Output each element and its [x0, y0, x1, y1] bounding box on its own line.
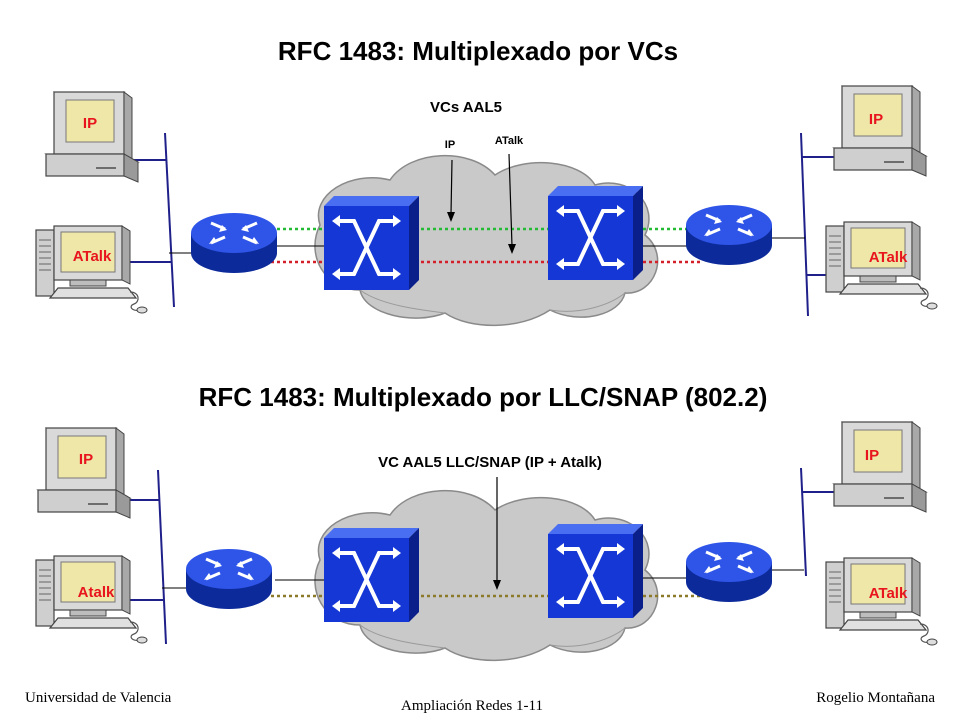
- section-llc-snap: RFC 1483: Multiplexado por LLC/SNAP (802…: [35, 382, 938, 662]
- atm-switch-left-2: [322, 526, 421, 624]
- right-atalk-label: ATalk: [869, 249, 908, 266]
- right-ip-label-2: IP: [865, 447, 879, 464]
- atm-switch-left: [322, 194, 421, 292]
- atm-switch-right: [546, 184, 645, 282]
- router-left-2: [184, 547, 274, 611]
- arrow-atalk-label: ATalk: [495, 135, 524, 147]
- left-lan-segment-2: [157, 469, 167, 645]
- left-atalk-label-2: Atalk: [78, 584, 115, 601]
- left-ip-host-2: [37, 427, 131, 519]
- vc-label-2: VC AAL5 LLC/SNAP (IP + Atalk): [378, 454, 602, 471]
- arrow-ip-label: IP: [445, 139, 455, 151]
- router-right-2: [684, 540, 774, 604]
- left-atalk-host: [35, 225, 148, 314]
- section1-title: RFC 1483: Multiplexado por VCs: [278, 36, 678, 66]
- vc-label: VCs AAL5: [430, 99, 502, 116]
- right-ip-host: [833, 85, 927, 177]
- pointer-arrows: [447, 153, 516, 254]
- right-atalk-label-2: ATalk: [869, 585, 908, 602]
- footer-university: Universidad de Valencia: [25, 690, 172, 706]
- section-vcs: RFC 1483: Multiplexado por VCs VCs AAL5 …: [35, 36, 938, 327]
- right-ip-label: IP: [869, 111, 883, 128]
- router-left: [189, 211, 279, 275]
- atm-switch-right-2: [546, 522, 645, 620]
- left-ip-label: IP: [83, 115, 97, 132]
- footer-author: Rogelio Montañana: [816, 690, 935, 706]
- right-ip-host-2: [833, 421, 927, 513]
- left-ip-host: [45, 91, 139, 183]
- section2-title: RFC 1483: Multiplexado por LLC/SNAP (802…: [199, 382, 768, 412]
- pointer-arrow-2: [493, 477, 501, 590]
- left-atalk-label: ATalk: [73, 248, 112, 265]
- left-ip-label-2: IP: [79, 451, 93, 468]
- footer-course: Ampliación Redes 1-11: [401, 698, 543, 714]
- right-lan-segment: [800, 132, 809, 317]
- left-lan-segment: [164, 132, 175, 308]
- router-right: [684, 203, 774, 267]
- right-lan-segment-2: [800, 467, 807, 577]
